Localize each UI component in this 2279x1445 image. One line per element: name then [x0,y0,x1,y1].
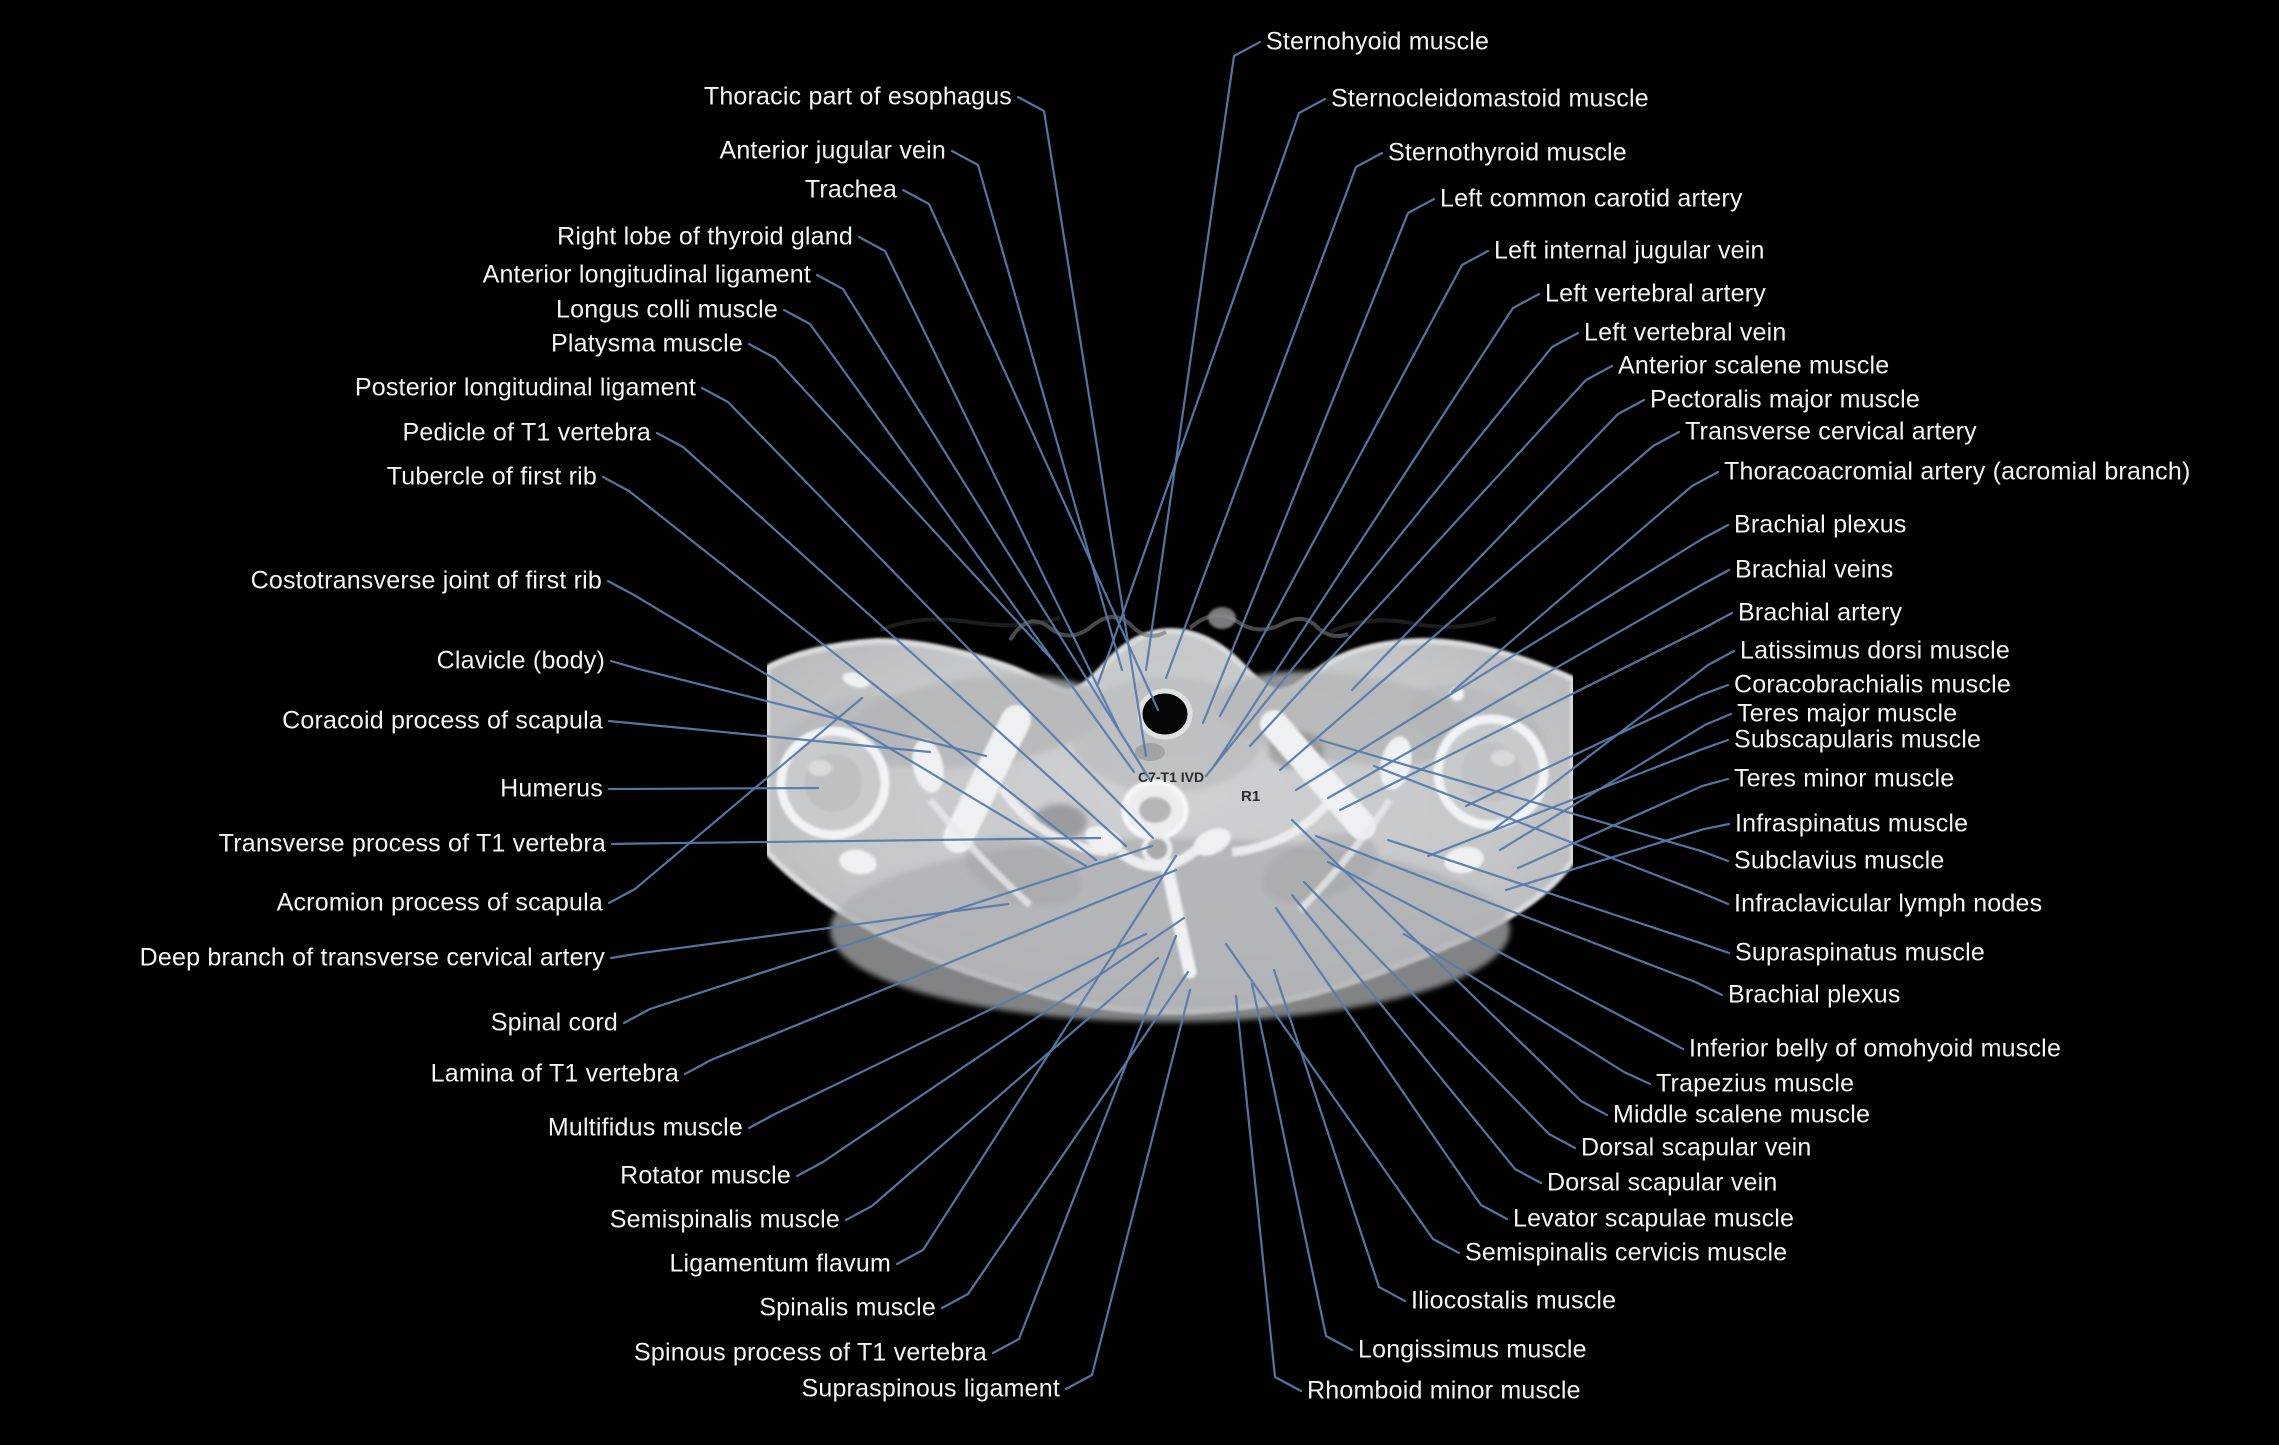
leader-line [610,836,1102,846]
leader-line [1290,893,1543,1185]
ct-body-group [767,607,1573,1022]
leader-line [940,970,1190,1310]
leader-line [601,475,1098,862]
leader-line [1302,880,1577,1150]
intervertebral-disc [1139,797,1171,823]
leader-line [1250,982,1354,1352]
leader-line [1504,822,1731,892]
leader-line [895,854,1178,1266]
leader-line [1450,470,1720,694]
leader-line [1464,683,1730,808]
leader-line [1201,197,1436,725]
leader-line [747,342,1060,668]
leader-line [607,786,820,791]
leader-line [609,659,988,758]
leader-line [1294,523,1730,792]
leader-line [1290,818,1609,1117]
leader-line [700,386,1155,840]
leader-line [815,273,1152,782]
leader-line [1498,712,1733,852]
esophagus [1135,743,1165,761]
leader-line [1386,838,1731,955]
lamina-arch [1116,846,1200,872]
leader-line [795,916,1186,1178]
leader-line [622,844,1154,1025]
leader-line [857,235,1120,730]
leader-line [901,188,1160,712]
leader-line [1224,942,1461,1255]
leader-line [950,149,1124,672]
leader-line [844,956,1160,1222]
ct-rib-annotation: R1 [1241,788,1260,805]
leader-line [1516,777,1730,870]
right-first-rib [1231,785,1344,857]
leader-line [1314,834,1724,997]
leader-line [782,308,1136,774]
spinal-canal [1141,833,1173,865]
leader-line [1426,738,1730,858]
left-glenoid [912,739,944,793]
ct-level-annotation: C7-T1 IVD [1138,769,1204,785]
leader-line [1278,430,1681,772]
leader-line [1218,249,1490,718]
leader-line [747,932,1148,1130]
leader-line [1096,97,1327,686]
leader-line [1372,764,1730,906]
trachea-lumen [1137,688,1193,740]
leader-line [606,579,1088,868]
leader-line [683,868,1178,1076]
leader-line [1326,860,1685,1051]
leader-line [1272,968,1407,1303]
leader-line [609,902,1010,960]
leader-lines-group [601,40,1736,1393]
leader-line [607,696,864,905]
leader-line [1164,151,1384,680]
leader-line [1318,738,1730,863]
right-transverse-process [1193,828,1231,856]
right-clavicle [1260,710,1376,840]
leader-line [1350,398,1646,692]
left-transverse-process [1085,826,1123,854]
leader-line [1491,649,1736,832]
leader-line [1274,906,1509,1221]
leader-line [1212,292,1541,768]
leader-line [1326,568,1731,800]
leader-line [655,431,1128,848]
left-first-rib [998,785,1109,857]
leader-line [1064,988,1192,1391]
leader-line [607,719,932,754]
leader-line [1204,331,1580,778]
leader-line [991,934,1178,1355]
leader-line [1016,95,1148,758]
leader-line [1248,364,1614,748]
leader-line [1338,611,1734,812]
leader-line [1402,932,1652,1086]
leader-line [1234,994,1303,1393]
ecg-electrode [1208,607,1236,629]
